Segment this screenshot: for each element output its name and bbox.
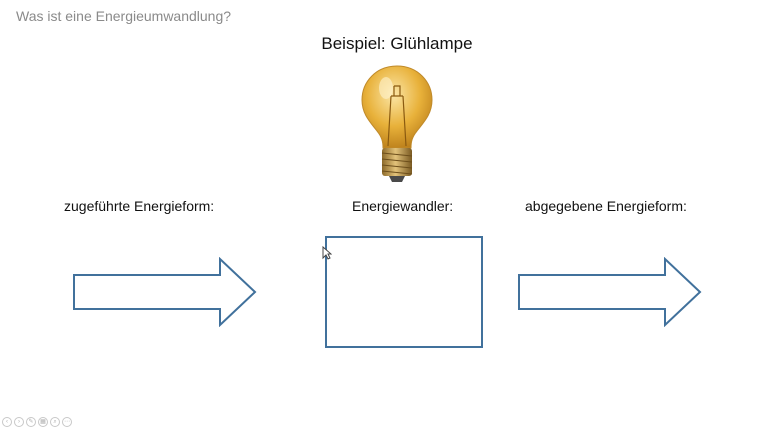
example-title: Beispiel: Glühlampe: [321, 34, 473, 53]
energy-converter-box: [325, 236, 483, 348]
slide-header-title: Was ist eine Energieumwandlung?: [16, 8, 232, 24]
slides-control-icon[interactable]: ▦: [38, 417, 48, 427]
input-arrow-icon: [73, 257, 257, 327]
play-control-icon[interactable]: ›: [14, 417, 24, 427]
output-arrow-icon: [518, 257, 702, 327]
input-energy-label: zugeführte Energieform:: [64, 198, 215, 214]
mouse-pointer-icon: [322, 246, 332, 260]
prev-control-icon[interactable]: ‹: [2, 417, 12, 427]
edit-control-icon[interactable]: ✎: [26, 417, 36, 427]
filament-bulb-icon: [361, 65, 433, 182]
slideshow-controls: ‹ › ✎ ▦ ⌕ ⋯: [2, 417, 72, 427]
zoom-control-icon[interactable]: ⌕: [50, 417, 60, 427]
more-control-icon[interactable]: ⋯: [62, 417, 72, 427]
output-energy-label: abgegebene Energieform:: [525, 198, 687, 214]
energy-converter-label: Energiewandler:: [352, 198, 454, 214]
